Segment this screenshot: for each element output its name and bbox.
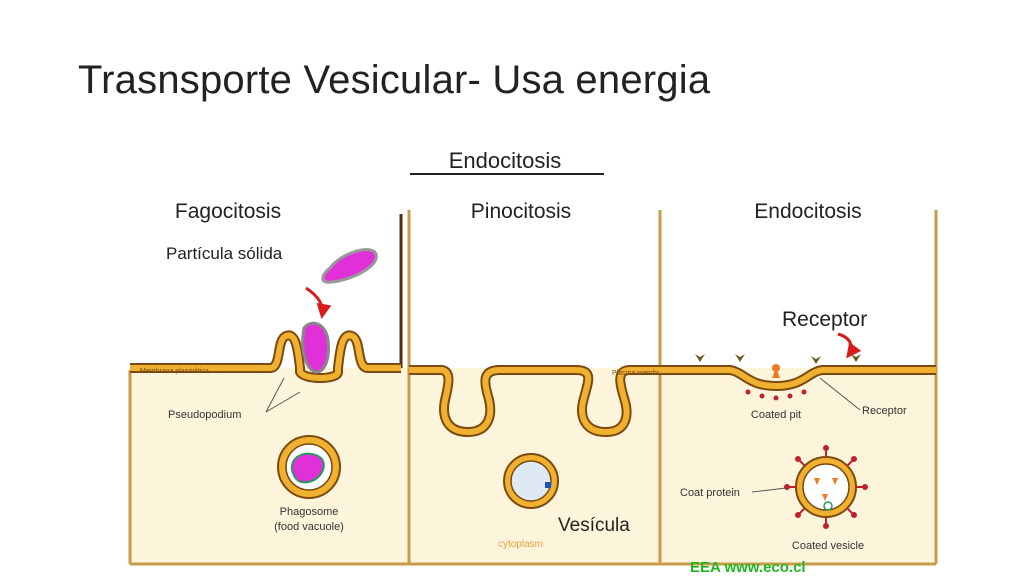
- solid-particle-label: Partícula sólida: [166, 244, 283, 263]
- diagram-header: Endocitosis: [449, 148, 562, 173]
- panel-heading-pinocitosis: Pinocitosis: [471, 200, 571, 223]
- coat-protein-label: Coat protein: [680, 487, 740, 499]
- receptor-small-label: Receptor: [862, 405, 907, 417]
- solid-particle: [321, 248, 378, 284]
- bound-ligands: [772, 364, 780, 378]
- coated-vesicle-label: Coated vesicle: [792, 540, 864, 552]
- cytoplasm-label: cytoplasm: [498, 539, 543, 550]
- panel-heading-fagocitosis: Fagocitosis: [175, 200, 281, 223]
- watermark: EEA www.eco.cl: [690, 559, 806, 576]
- phagosome-label-2: (food vacuole): [274, 521, 344, 533]
- receptor-big-label: Receptor: [782, 308, 867, 331]
- vesicle-label: Vesícula: [558, 515, 630, 536]
- membrane-receptors: [695, 354, 861, 364]
- coat-spikes-vesicle: [784, 445, 868, 529]
- phagosome-label-1: Phagosome: [280, 506, 339, 518]
- slide-title: Trasnsporte Vesicular- Usa energia: [78, 58, 711, 102]
- coated-pit-label: Coated pit: [751, 409, 801, 421]
- panel-heading-endocitosis: Endocitosis: [754, 200, 861, 223]
- plasma-membrane-label-2: Plasma membrane: [612, 370, 671, 377]
- pinocytic-vesicle: [503, 453, 559, 509]
- plasma-membrane-label-1: Membrana plasmática: [140, 368, 209, 375]
- coated-vesicle: [795, 456, 857, 518]
- receptor-arrow: [837, 332, 862, 359]
- engulfed-particle: [301, 321, 330, 374]
- phagosome: [277, 435, 341, 499]
- arrow-to-membrane: [305, 286, 332, 319]
- pseudopodium-label: Pseudopodium: [168, 409, 241, 421]
- panel-borders: [128, 210, 938, 566]
- coat-spikes-pit: [745, 389, 807, 401]
